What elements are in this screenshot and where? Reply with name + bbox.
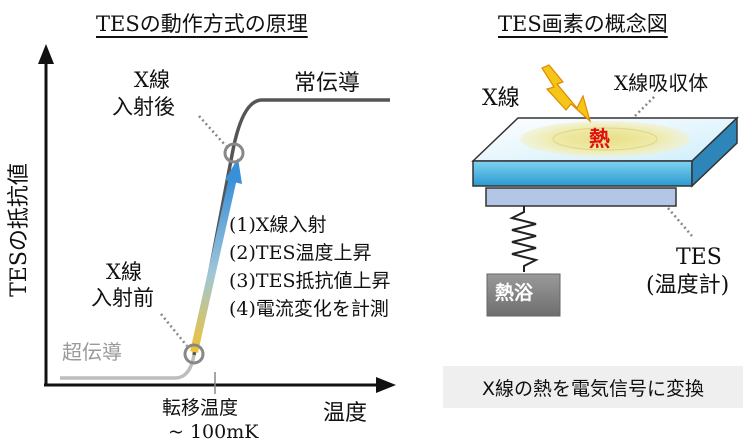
step-4: (4)電流変化を計測 (229, 298, 389, 320)
thermal-link-spring (509, 206, 539, 272)
after-label-line1: X線 (134, 68, 170, 92)
y-axis-arrowhead (38, 44, 54, 64)
step-1: (1)X線入射 (229, 214, 327, 236)
conversion-caption-text: X線の熱を電気信号に変換 (481, 377, 705, 400)
before-state-marker (183, 343, 205, 365)
superconducting-curve (60, 354, 196, 380)
transition-arrowhead (225, 158, 242, 184)
left-panel-title: TESの動作方式の原理 (96, 12, 308, 36)
before-label-line1: X線 (106, 260, 142, 284)
before-label-line2: 入射前 (91, 286, 154, 310)
absorber-front-face (472, 160, 693, 187)
after-leader (198, 115, 227, 147)
absorber-label: X線吸収体 (614, 71, 709, 95)
transition-temp-line1: 転移温度 (162, 397, 239, 419)
x-axis-arrowhead (376, 377, 396, 393)
y-axis-label-text: TESの抵抗値 (7, 163, 32, 297)
x-axis-label: 温度 (323, 401, 368, 426)
tes-label-line1: TES (676, 245, 722, 270)
y-axis-label: TESの抵抗値 (0, 163, 40, 297)
tes-label-line2: (温度計) (646, 273, 730, 298)
heat-bath (486, 273, 561, 317)
xray-bolt-icon (541, 64, 592, 123)
resistance-curve (192, 98, 390, 356)
conversion-caption: X線の熱を電気信号に変換 (443, 366, 743, 408)
after-label-line2: 入射後 (112, 95, 175, 119)
absorber-side-face (691, 116, 738, 188)
step-2: (2)TES温度上昇 (229, 242, 372, 264)
xray-label: X線 (482, 86, 520, 111)
tes-leader (667, 207, 693, 237)
heat-ring (552, 127, 658, 151)
heat-bath-label: 熱浴 (495, 282, 534, 304)
step-3: (3)TES抵抗値上昇 (229, 270, 391, 292)
heat-glow (520, 121, 690, 157)
transition-arrow-shaft (190, 177, 237, 353)
transition-temp-line2: ~ 100mK (168, 421, 259, 443)
absorber-leader (634, 95, 656, 117)
right-panel-title: TES画素の概念図 (498, 12, 668, 36)
normal-state-label: 常伝導 (294, 71, 361, 96)
before-leader (160, 313, 188, 347)
tes-film (485, 187, 677, 207)
heat-label: 熱 (589, 126, 610, 151)
superconducting-label: 超伝導 (62, 340, 122, 364)
after-state-marker (223, 142, 245, 164)
